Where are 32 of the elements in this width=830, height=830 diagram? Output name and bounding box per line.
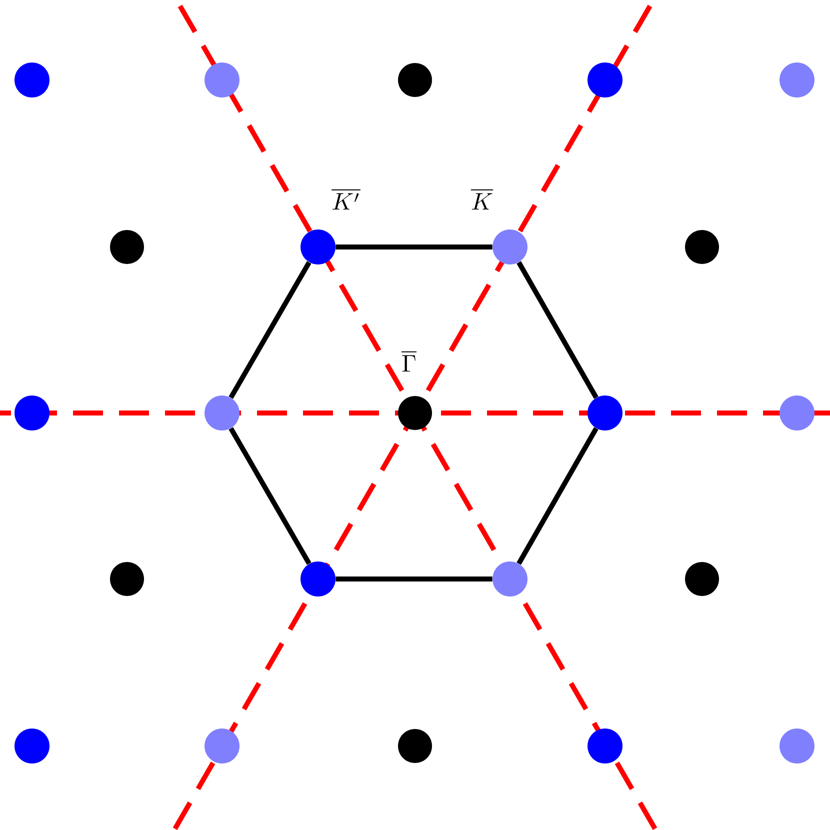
lattice-point [780,728,814,764]
lattice-point [204,62,240,98]
lattice-point [492,562,528,596]
lattice-point [14,62,50,98]
zone-boundary [516,427,598,565]
zone-boundary [516,261,598,399]
lattice-point [398,729,432,763]
lattice-point [14,728,50,764]
lattice-point [398,396,432,430]
point-label: $\overline{\Gamma}$ [402,352,416,372]
zone-boundary [336,244,492,250]
lattice-point [780,62,814,98]
lattice-point [588,396,622,430]
lattice-point [685,562,719,596]
lattice-point [492,230,528,264]
zone-boundary [228,427,312,565]
lattice-point [204,728,240,764]
zone-boundary [336,576,492,582]
lattice-point [300,562,336,596]
lattice-point [300,230,336,264]
lattice-point [588,728,622,764]
lattice-point [110,562,144,596]
lattice-point [685,230,719,264]
lattice-point [780,396,814,430]
lattice-point [588,62,622,98]
lattice-point [398,63,432,97]
point-label: $\overline{K'}$ [332,190,360,210]
zone-boundary [228,261,312,399]
point-label: $\overline{K}$ [470,190,494,210]
lattice-point [110,230,144,264]
lattice-point [204,396,240,430]
lattice-point [14,396,50,430]
